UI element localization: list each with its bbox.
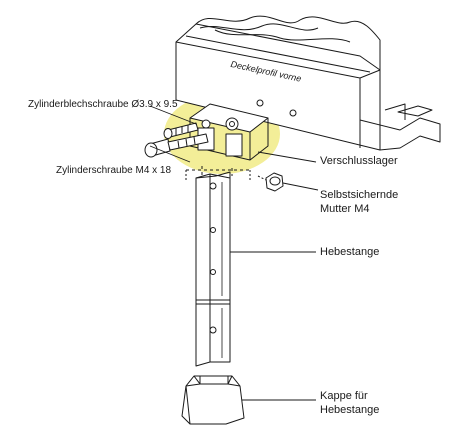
cap-label-line1: Kappe für bbox=[320, 390, 368, 402]
lock-nut-label-line1: Selbstsichernde bbox=[320, 189, 399, 201]
bearing-label: Verschlusslager bbox=[320, 155, 398, 167]
rod-cap bbox=[181, 375, 245, 425]
cap-label-line2: Hebestange bbox=[320, 404, 380, 416]
lid-profile bbox=[175, 15, 441, 151]
lock-nut-label-line2: Mutter M4 bbox=[320, 203, 370, 215]
cylinder-screw-label: Zylinderschraube M4 x 18 bbox=[56, 165, 172, 176]
sheet-metal-screw bbox=[163, 122, 199, 139]
lift-rod bbox=[195, 171, 231, 367]
closure-bearing bbox=[189, 103, 269, 161]
guide-lines bbox=[185, 166, 251, 180]
lift-rod-label: Hebestange bbox=[320, 246, 380, 258]
sheet-screw-label: Zylinderblechschraube Ø3.9 x 9.5 bbox=[28, 99, 178, 110]
lock-nut bbox=[257, 172, 284, 192]
leader-lines bbox=[149, 105, 319, 401]
